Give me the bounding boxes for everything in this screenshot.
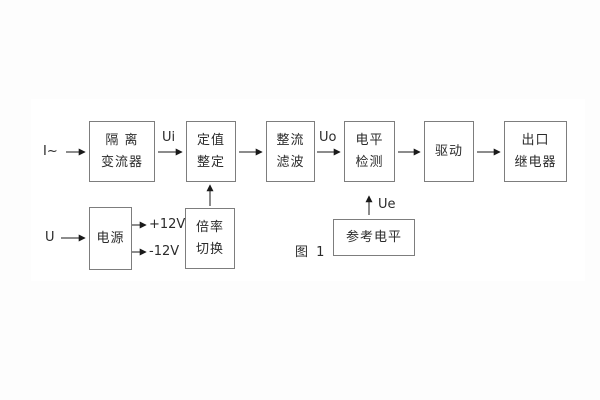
block-level-detect: 电平 检测 — [344, 121, 395, 182]
block-power-supply: 电源 — [89, 207, 132, 270]
block-power-supply-label: 电源 — [96, 231, 125, 246]
block-reference-level: 参考电平 — [333, 219, 415, 256]
signal-plus12v-label: +12V — [149, 217, 186, 232]
block-reference-level-label: 参考电平 — [345, 230, 402, 245]
input-voltage-label: U — [45, 230, 55, 245]
block-ratio-switch: 倍率 切换 — [185, 208, 235, 269]
block-drive: 驱动 — [424, 121, 474, 182]
block-isolation-transformer-line1: 隔 离 — [105, 133, 139, 148]
signal-ue-label: Ue — [378, 197, 396, 212]
figure-caption: 图 1 — [295, 245, 327, 260]
block-ratio-switch-line2: 切换 — [195, 242, 224, 257]
block-rectify-filter: 整流 滤波 — [266, 121, 315, 182]
input-current-label: I~ — [43, 144, 58, 159]
block-rectify-filter-line1: 整流 — [276, 133, 305, 148]
block-isolation-transformer-line2: 变流器 — [100, 155, 143, 170]
signal-ui-label: Ui — [162, 130, 176, 145]
block-level-detect-line1: 电平 — [355, 133, 384, 148]
block-rectify-filter-line2: 滤波 — [276, 155, 305, 170]
block-drive-label: 驱动 — [434, 144, 463, 159]
signal-uo-label: Uo — [319, 130, 337, 145]
block-setting-line1: 定值 — [196, 133, 225, 148]
block-setting-line2: 整定 — [196, 155, 225, 170]
block-level-detect-line2: 检测 — [355, 155, 384, 170]
block-output-relay-line1: 出口 — [521, 133, 550, 148]
signal-minus12v-label: -12V — [149, 244, 180, 259]
block-output-relay: 出口 继电器 — [504, 121, 567, 182]
block-ratio-switch-line1: 倍率 — [195, 220, 224, 235]
block-output-relay-line2: 继电器 — [514, 155, 557, 170]
block-setting: 定值 整定 — [186, 121, 236, 182]
block-isolation-transformer: 隔 离 变流器 — [89, 121, 155, 182]
